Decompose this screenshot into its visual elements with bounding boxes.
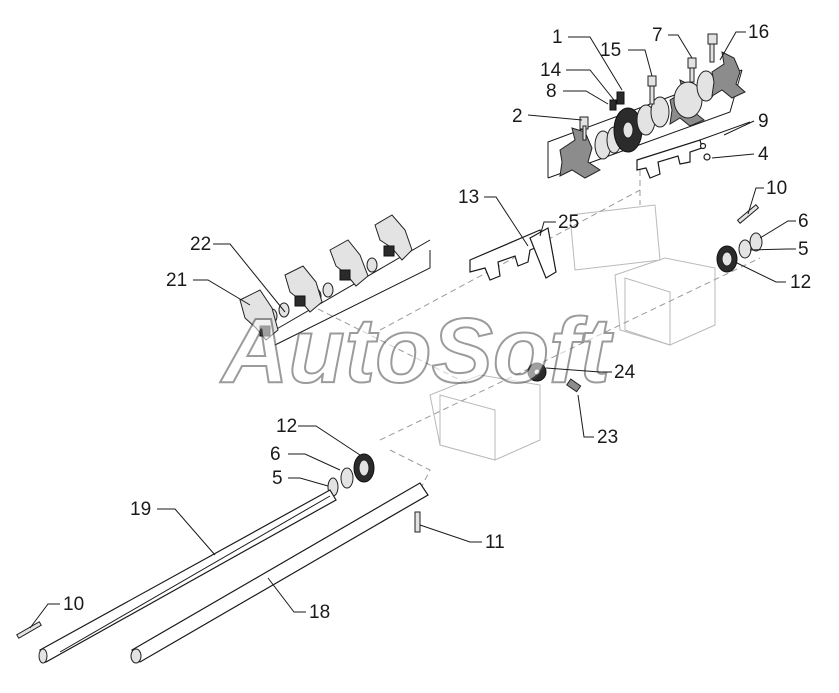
callout-6-right: 6 <box>798 211 809 232</box>
callout-22: 22 <box>190 234 211 255</box>
lifter-finger-3 <box>329 239 369 287</box>
callout-labels: 1 14 8 2 15 7 16 9 4 13 25 10 6 5 12 22 … <box>63 22 811 623</box>
pin-11 <box>414 511 421 533</box>
callout-9: 9 <box>758 111 769 132</box>
callout-7: 7 <box>652 25 663 46</box>
callout-16: 16 <box>748 22 769 43</box>
bolt-7 <box>687 57 697 83</box>
callout-24: 24 <box>614 362 636 383</box>
washer-6-right <box>749 232 763 252</box>
screw-23 <box>566 378 582 393</box>
callout-10-left: 10 <box>63 594 84 615</box>
right-bearing-group <box>716 204 763 273</box>
sprocket-gear <box>613 107 643 153</box>
setscrew-8 <box>609 99 617 111</box>
callout-21: 21 <box>166 270 187 291</box>
callout-11: 11 <box>485 532 505 553</box>
callout-15: 15 <box>600 40 621 61</box>
washer-5-right <box>738 239 752 259</box>
washer-4 <box>650 96 670 128</box>
sprocket-assembly-group <box>547 33 746 179</box>
pin-10-left <box>16 621 42 639</box>
callout-8: 8 <box>546 81 557 102</box>
shaft-19 <box>38 489 337 664</box>
callout-12-right: 12 <box>790 272 811 293</box>
guide-plate <box>636 121 751 179</box>
lifter-finger-2 <box>284 265 323 313</box>
bolt-2 <box>579 116 589 141</box>
callout-23: 23 <box>597 427 618 448</box>
callout-5-left: 5 <box>272 468 283 489</box>
pin-9 <box>699 142 707 150</box>
callout-6-left: 6 <box>270 444 281 465</box>
star-wheel-right <box>711 51 746 99</box>
star-wheel-left <box>559 127 601 179</box>
callout-leaders <box>29 31 796 629</box>
callout-2: 2 <box>512 106 523 127</box>
watermark: AutoSoft <box>220 300 614 402</box>
left-bearing-group <box>327 453 375 497</box>
callout-18: 18 <box>309 602 330 623</box>
callout-1: 1 <box>552 27 563 48</box>
callout-14: 14 <box>540 60 562 81</box>
callout-4: 4 <box>758 144 769 165</box>
setscrew-14 <box>616 91 625 105</box>
callout-25: 25 <box>558 212 579 233</box>
callout-10-right: 10 <box>766 178 787 199</box>
ghost-housing <box>299 170 761 491</box>
callout-5-right: 5 <box>798 239 809 260</box>
ball-4 <box>703 153 711 161</box>
star-coupler-24 <box>527 362 547 382</box>
callout-13: 13 <box>458 187 479 208</box>
finger-assembly-group <box>239 214 431 346</box>
lifter-finger-1 <box>239 289 279 341</box>
callout-12-left: 12 <box>276 416 297 437</box>
shaft-18 <box>130 482 429 664</box>
washer-6-left <box>340 467 354 489</box>
bolt-16 <box>707 33 718 63</box>
callout-19: 19 <box>130 499 151 520</box>
lifter-finger-4 <box>374 214 413 261</box>
bracket-25 <box>529 227 557 279</box>
